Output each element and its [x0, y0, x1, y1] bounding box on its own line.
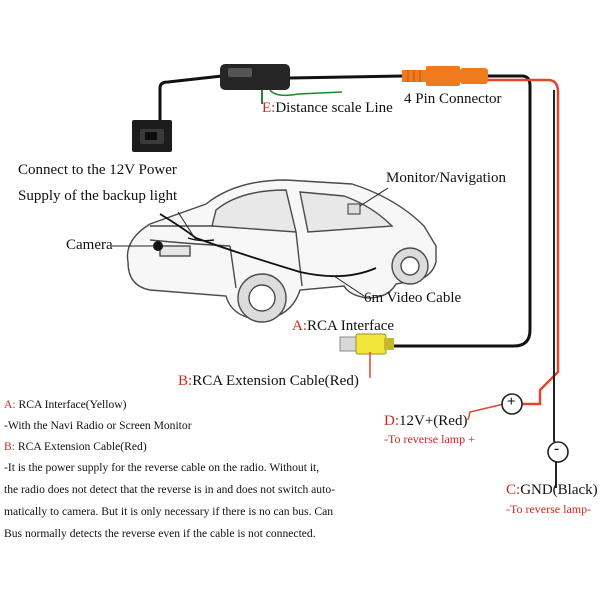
- note-b-prefix: B:: [4, 440, 15, 453]
- power-line1-label: Connect to the 12V Power: [18, 162, 177, 178]
- minus-symbol: -: [554, 441, 559, 457]
- note-a-text: RCA Interface(Yellow): [18, 398, 127, 411]
- ground-cable: [553, 90, 557, 488]
- d-label: D:12V+(Red): [384, 413, 467, 430]
- plus-terminal: [501, 393, 523, 415]
- monitor-icon: [347, 203, 361, 215]
- four-pin-connector: [402, 66, 488, 86]
- plus-symbol: +: [507, 394, 516, 410]
- note-a-prefix: A:: [4, 398, 16, 411]
- power-cable: [488, 78, 560, 408]
- ext-text: RCA Extension Cable(Red): [192, 373, 359, 389]
- in-car-cable: [159, 213, 377, 278]
- note-b: B: RCA Extension Cable(Red): [4, 440, 147, 453]
- camera-unit: [132, 120, 172, 152]
- control-module: [220, 64, 290, 90]
- car-illustration: [126, 179, 437, 323]
- c-sub-label: -To reverse lamp-: [506, 502, 592, 516]
- video-cable-label: 6m Video Cable: [364, 290, 462, 306]
- rca-plug: [339, 333, 394, 355]
- minus-terminal: [547, 441, 569, 463]
- d-lead: [467, 403, 505, 421]
- c-prefix: C:: [506, 482, 521, 498]
- note-line-3: matically to camera. But it is only nece…: [4, 505, 334, 518]
- note-a: A: RCA Interface(Yellow): [4, 398, 126, 411]
- note-line-1: -It is the power supply for the reverse …: [4, 461, 320, 474]
- monitor-label: Monitor/Navigation: [386, 170, 506, 186]
- in-car-cable: [187, 237, 215, 242]
- rca-interface-label: A:RCA Interface: [292, 318, 394, 335]
- c-label: C:GND(Black): [506, 482, 598, 499]
- video-cable: [392, 74, 532, 348]
- note-line-4: Bus normally detects the reverse even if…: [4, 527, 316, 540]
- pointer-lines: [112, 187, 389, 297]
- d-text: 12V+(Red): [399, 413, 468, 429]
- note-b-text: RCA Extension Cable(Red): [17, 440, 147, 453]
- note-line-2: the radio does not detect that the rever…: [4, 483, 335, 496]
- rca-extension-label: B:RCA Extension Cable(Red): [178, 373, 359, 390]
- connector-label: 4 Pin Connector: [404, 91, 502, 107]
- camera-mount-dot: [153, 241, 163, 251]
- distance-scale-label: E:Distance scale Line: [262, 100, 393, 117]
- rca-prefix: A:: [292, 318, 307, 334]
- camera-label: Camera: [66, 237, 113, 253]
- d-sub-label: -To reverse lamp +: [384, 432, 475, 446]
- rca-text: RCA Interface: [307, 318, 395, 334]
- ext-prefix: B:: [178, 373, 193, 389]
- power-line2-label: Supply of the backup light: [18, 188, 178, 204]
- d-prefix: D:: [384, 413, 399, 429]
- note-a-sub: -With the Navi Radio or Screen Monitor: [4, 419, 192, 432]
- connector-cable: [289, 74, 405, 80]
- distance-scale-wire: [269, 89, 343, 97]
- distance-prefix: E:: [262, 100, 276, 116]
- camera-cable: [158, 74, 223, 120]
- c-text: GND(Black): [520, 482, 598, 498]
- distance-text: Distance scale Line: [275, 100, 393, 116]
